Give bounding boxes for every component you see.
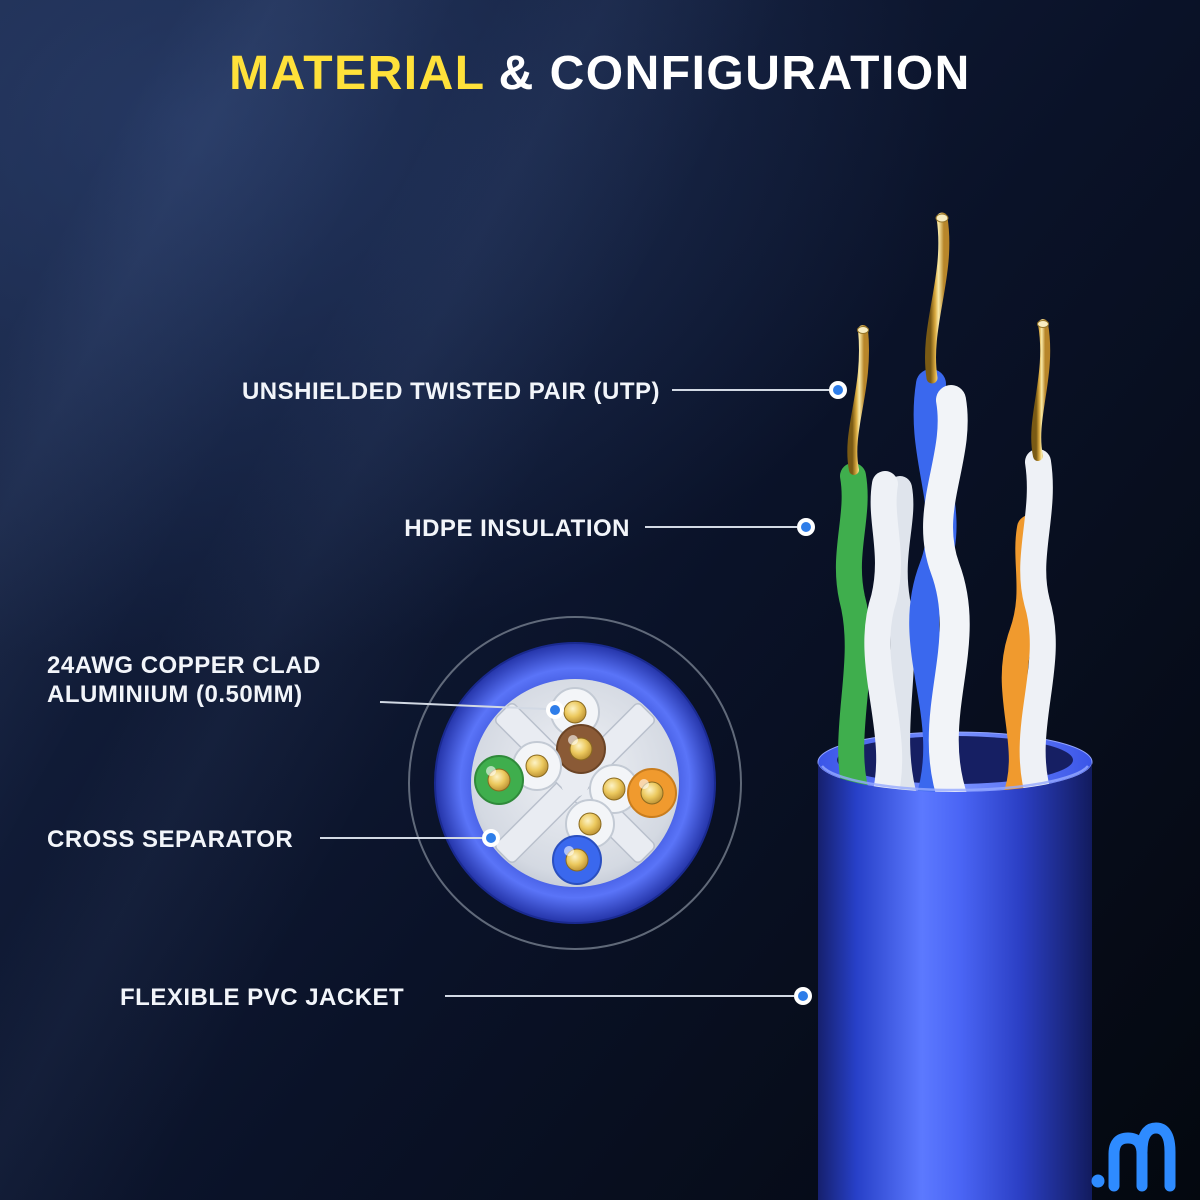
- label-cross-separator: CROSS SEPARATOR: [47, 826, 294, 853]
- label-utp: UNSHIELDED TWISTED PAIR (UTP): [241, 378, 660, 405]
- title-highlight: MATERIAL: [229, 47, 486, 100]
- copper-conductor-right: [1031, 319, 1051, 461]
- white-wire-center: [923, 385, 970, 817]
- copper-core: [578, 812, 602, 836]
- callout-utp: [672, 381, 847, 399]
- callout-dot: [550, 705, 560, 715]
- label-copper-clad-aluminium: 24AWG COPPER CLAD ALUMINIUM (0.50MM): [47, 651, 407, 709]
- brand-logo: [1091, 1122, 1176, 1192]
- wire-highlight: [564, 846, 574, 856]
- cable-cross-section: [408, 616, 742, 950]
- jacket-front-edge-highlight: [821, 765, 1089, 792]
- callout-dot: [486, 833, 496, 843]
- white-wire-right: [1019, 449, 1056, 813]
- pair-top: [550, 687, 606, 774]
- callouts: [320, 381, 847, 1005]
- wire-highlight: [568, 735, 578, 745]
- separator-hub: [561, 769, 589, 797]
- callout-dot: [801, 522, 811, 532]
- page-title: MATERIAL& CONFIGURATION: [0, 46, 1200, 101]
- copper-core: [525, 754, 549, 778]
- cross-section-wires: [474, 687, 677, 885]
- logo-dot: [1091, 1174, 1105, 1188]
- callout-copper: [379, 701, 564, 719]
- inset-outline-circle: [408, 616, 742, 950]
- pair-left: [474, 741, 562, 805]
- pvc-jacket-body: [818, 762, 1092, 1200]
- copper-tip-center: [935, 213, 949, 223]
- copper-conductor-center: [925, 212, 950, 384]
- callout-dot: [833, 385, 843, 395]
- label-copper-line1: 24AWG COPPER CLAD: [47, 652, 321, 679]
- label-hdpe-insulation: HDPE INSULATION: [404, 515, 630, 542]
- white-wire-left: [864, 471, 903, 813]
- callout-line: [379, 701, 547, 710]
- green-wire: [835, 463, 871, 813]
- cable-3d-render: [817, 212, 1093, 1200]
- callout-jacket: [445, 987, 812, 1005]
- copper-core: [602, 777, 626, 801]
- title-rest: & CONFIGURATION: [498, 47, 971, 100]
- callout-dot: [798, 991, 808, 1001]
- copper-core: [563, 700, 587, 724]
- copper-tip-left: [857, 326, 869, 334]
- wire-highlight: [486, 766, 496, 776]
- wire-highlight: [639, 779, 649, 789]
- copper-conductor-left: [847, 325, 869, 475]
- pair-bottom: [552, 799, 615, 885]
- twisted-pairs: [835, 212, 1056, 817]
- copper-tip-right: [1037, 320, 1049, 328]
- label-copper-line2: ALUMINIUM (0.50MM): [47, 681, 303, 708]
- label-pvc-jacket: FLEXIBLE PVC JACKET: [120, 984, 405, 1011]
- callout-separator: [320, 829, 500, 847]
- callout-hdpe: [645, 518, 815, 536]
- pair-right: [589, 764, 677, 818]
- logo-m-icon: [1108, 1122, 1176, 1192]
